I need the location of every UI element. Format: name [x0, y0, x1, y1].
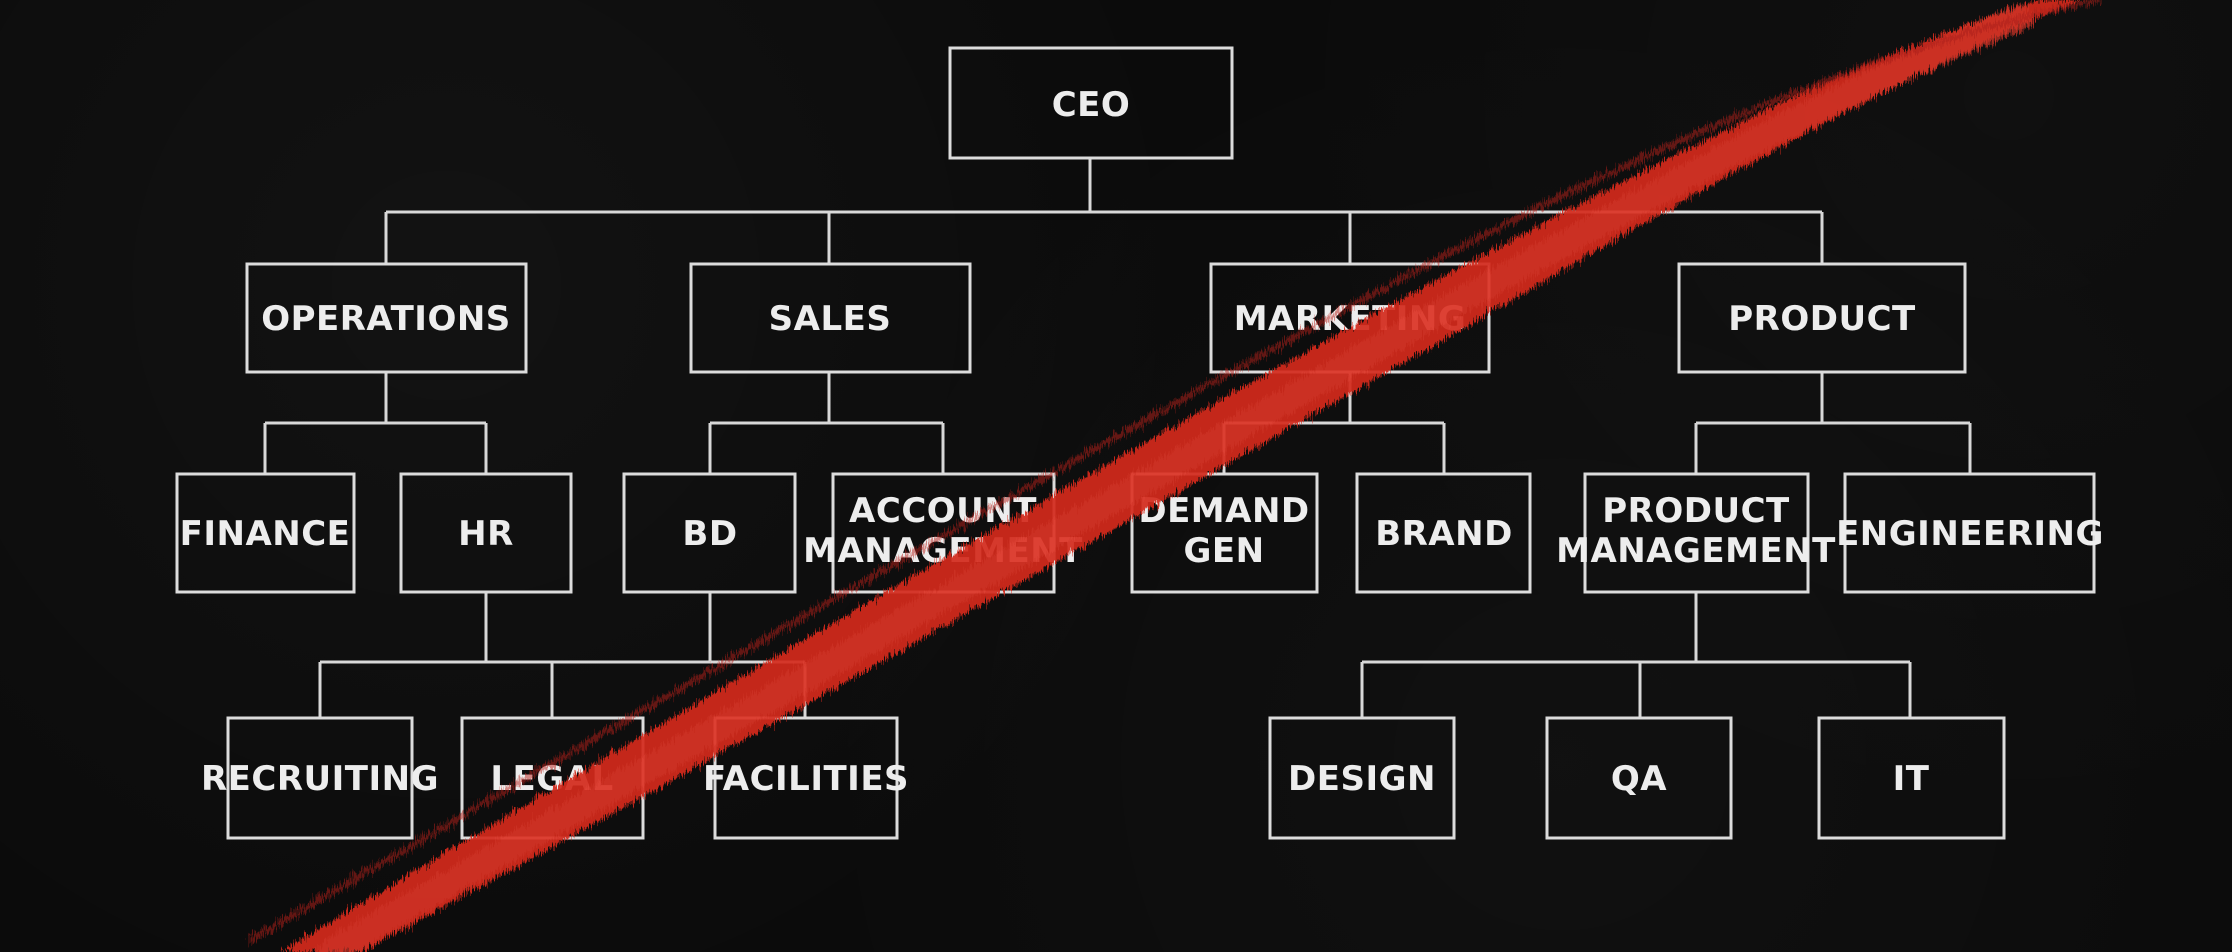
product-management-label-line2: MANAGEMENT — [1556, 531, 1836, 571]
qa-label: QA — [1611, 759, 1667, 799]
red-slash-stroke — [248, 0, 2101, 952]
hr-label: HR — [458, 514, 514, 554]
bd-box: BD — [622, 472, 797, 594]
it-box: IT — [1817, 716, 2006, 840]
engineering-box: ENGINEERING — [1836, 472, 2104, 594]
operations-label: OPERATIONS — [261, 299, 511, 339]
operations-box: OPERATIONS — [245, 262, 528, 374]
ceo-box: CEO — [948, 46, 1234, 160]
hr-box: HR — [399, 472, 573, 594]
facilities-box: FACILITIES — [703, 716, 909, 840]
facilities-label: FACILITIES — [703, 759, 909, 799]
sales-label: SALES — [769, 299, 892, 339]
product-management-box: PRODUCT MANAGEMENT — [1556, 472, 1836, 594]
brand-box: BRAND — [1355, 472, 1532, 594]
qa-box: QA — [1545, 716, 1733, 840]
engineering-label: ENGINEERING — [1836, 514, 2104, 554]
demand-gen-label-line2: GEN — [1183, 531, 1264, 571]
product-label: PRODUCT — [1728, 299, 1916, 339]
it-label: IT — [1893, 759, 1930, 799]
brand-label: BRAND — [1375, 514, 1513, 554]
design-box: DESIGN — [1268, 716, 1456, 840]
bd-label: BD — [682, 514, 737, 554]
sales-box: SALES — [689, 262, 972, 374]
finance-box: FINANCE — [175, 472, 356, 594]
product-box: PRODUCT — [1677, 262, 1967, 374]
design-label: DESIGN — [1288, 759, 1436, 799]
product-management-label-line1: PRODUCT — [1602, 491, 1790, 531]
recruiting-box: RECRUITING — [201, 716, 439, 840]
ceo-label: CEO — [1052, 85, 1131, 125]
recruiting-label: RECRUITING — [201, 759, 439, 799]
finance-label: FINANCE — [180, 514, 351, 554]
